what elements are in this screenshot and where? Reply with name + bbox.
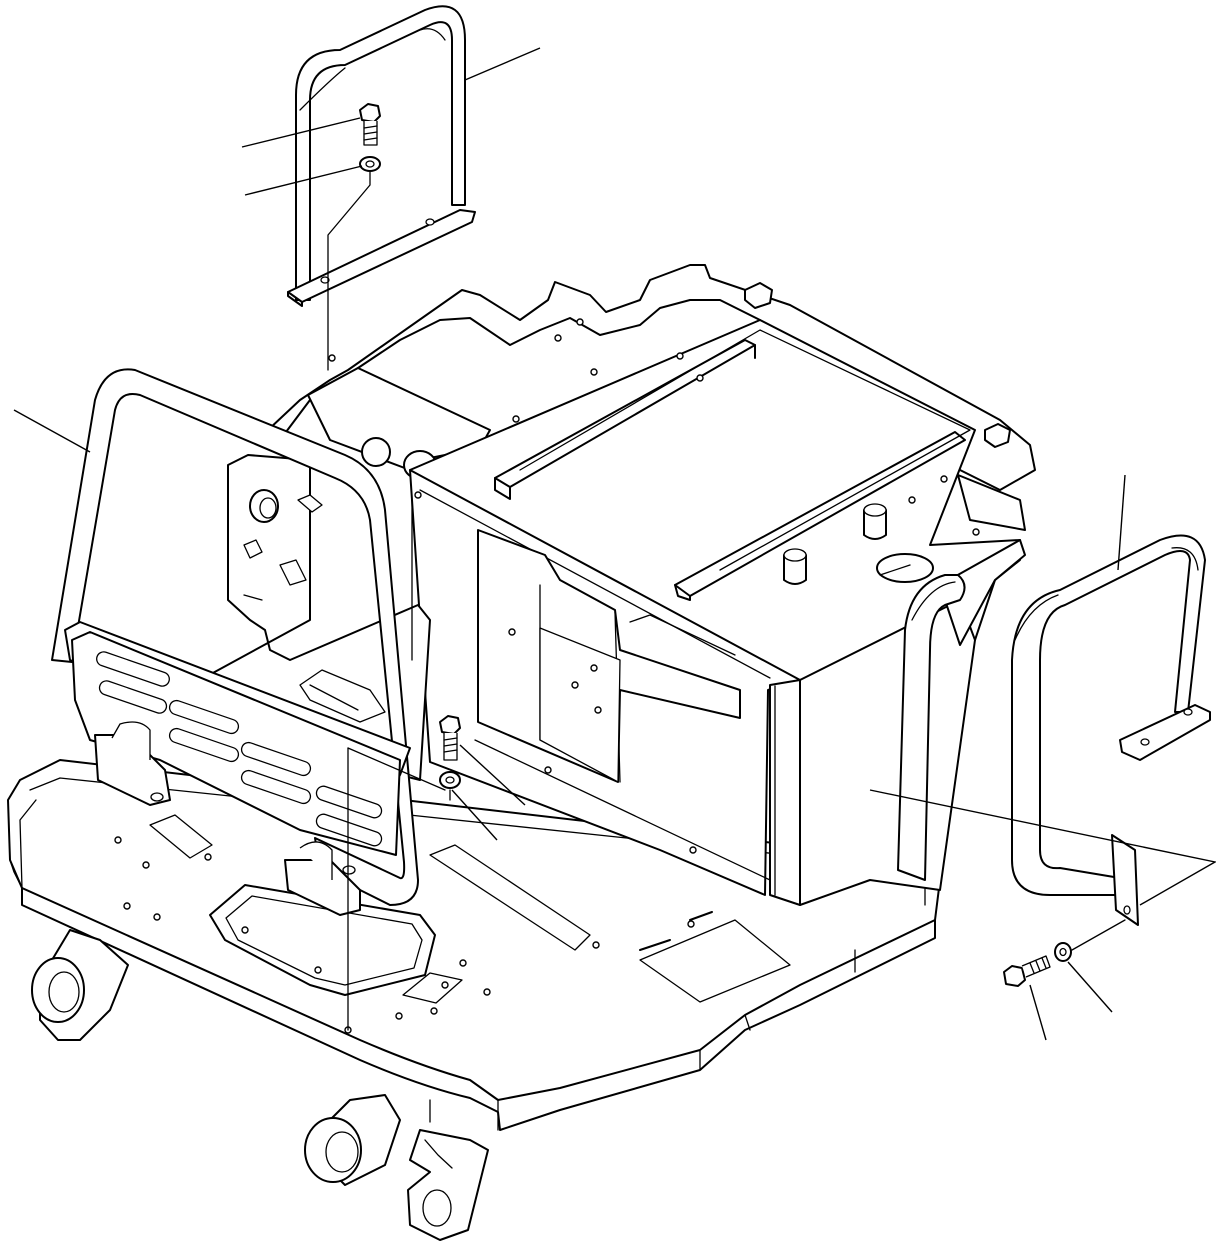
leader-rear-handrail [465,48,540,80]
deck-holes [115,837,694,1033]
bolt-middle [440,716,460,760]
leader-right-washer [1068,962,1112,1012]
washer-right [1055,943,1071,961]
washer-upper [360,157,380,171]
leader-middle-washer [452,790,497,840]
right-side-handrail [1012,536,1210,926]
leader-upper-washer [245,166,362,195]
bolt-right [1004,956,1050,986]
washer-middle [440,772,460,788]
leader-upper-bolt [242,118,360,147]
leader-right-bolt [1030,985,1046,1040]
leader-front-guard [14,410,90,452]
assembly-lines [328,172,1125,1030]
leader-side-handrail [1118,475,1125,570]
frame-holes [329,319,979,853]
battery-box [200,265,1035,905]
leader-side-mount [870,790,1215,905]
rear-left-handrail [288,6,475,306]
leader-middle-bolt [460,745,525,805]
front-guard-rail [52,369,418,915]
grille-slots [95,650,384,848]
bolt-upper [360,104,380,145]
right-side-handrail-frame [898,575,965,880]
callout-leaders [14,48,1215,1040]
